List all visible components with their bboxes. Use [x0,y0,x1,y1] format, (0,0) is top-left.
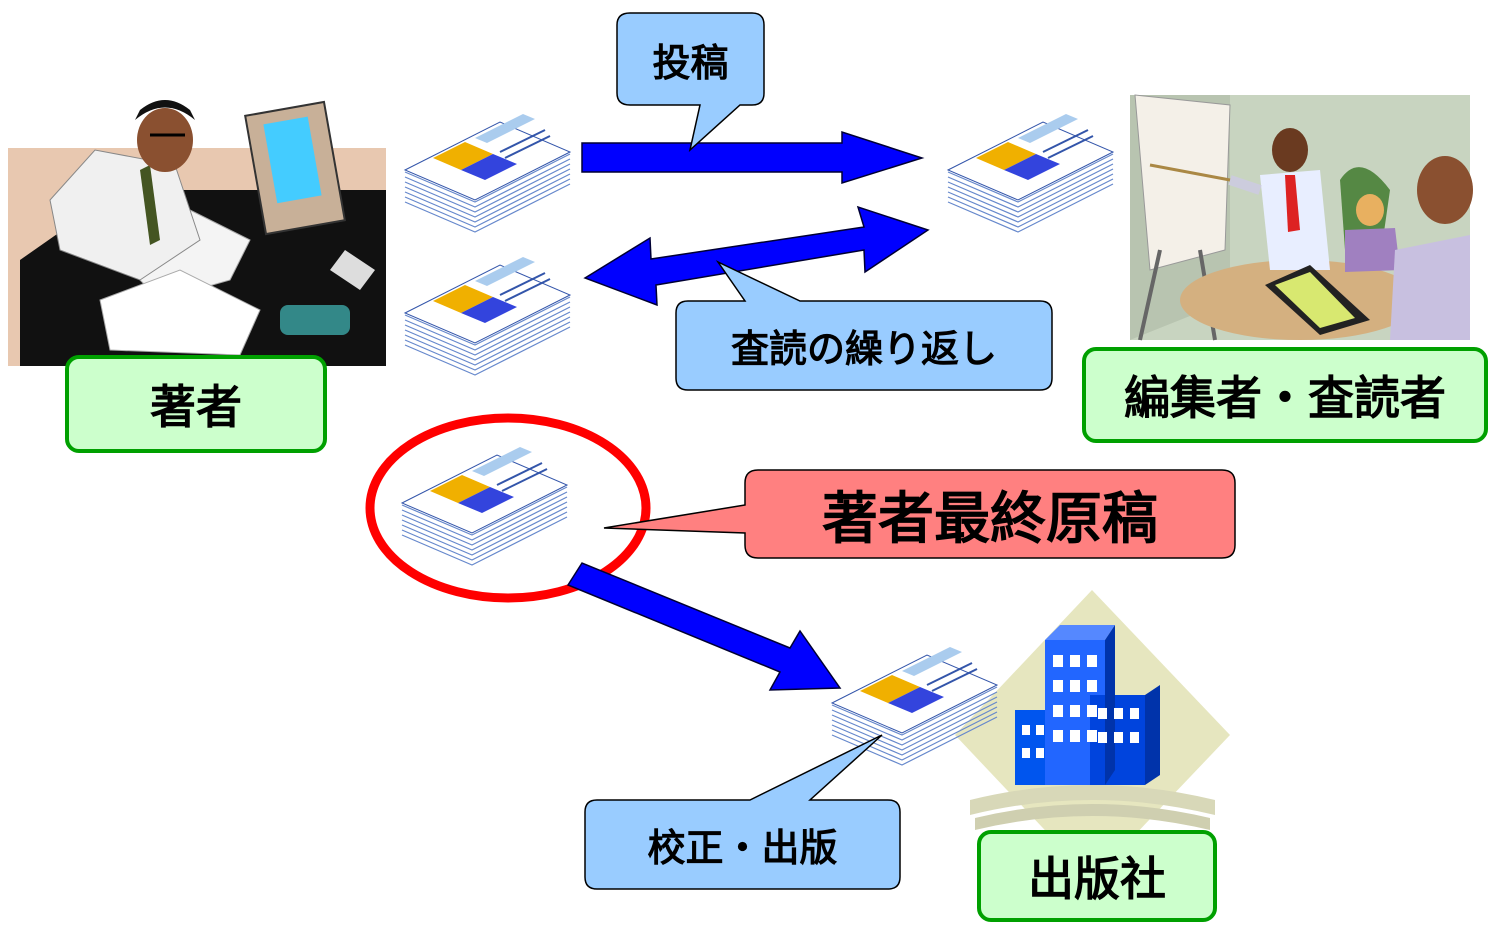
manuscript-stack-received [947,113,1114,233]
author-label: 著者 [65,355,327,453]
submission-callout-bubble [616,12,765,153]
editor-reviewer-illustration [1130,94,1473,341]
review-double-arrow [583,205,930,307]
review-callout-bubble [675,260,1053,391]
manuscript-stack-revised [404,256,571,376]
final-manuscript-highlight-ring [365,413,651,603]
publisher-building-illustration [955,590,1230,880]
publish-arrow [566,562,842,691]
manuscript-stack-submitted [404,113,571,233]
author-illustration [8,100,386,366]
manuscript-stack-final [401,446,568,566]
editor-reviewer-label: 編集者・査読者 [1082,347,1488,443]
proof-publish-callout-bubble [584,734,901,890]
submission-arrow [581,130,925,185]
proof-publish-callout-text: 校正・出版 [647,826,838,870]
review-repeat-callout-text: 査読の繰り返し [730,327,997,371]
final-manuscript-callout-bubble [603,469,1236,559]
publisher-label: 出版社 [977,830,1217,922]
submission-callout-text: 投稿 [652,40,729,85]
final-manuscript-callout-text: 著者最終原稿 [822,486,1158,552]
